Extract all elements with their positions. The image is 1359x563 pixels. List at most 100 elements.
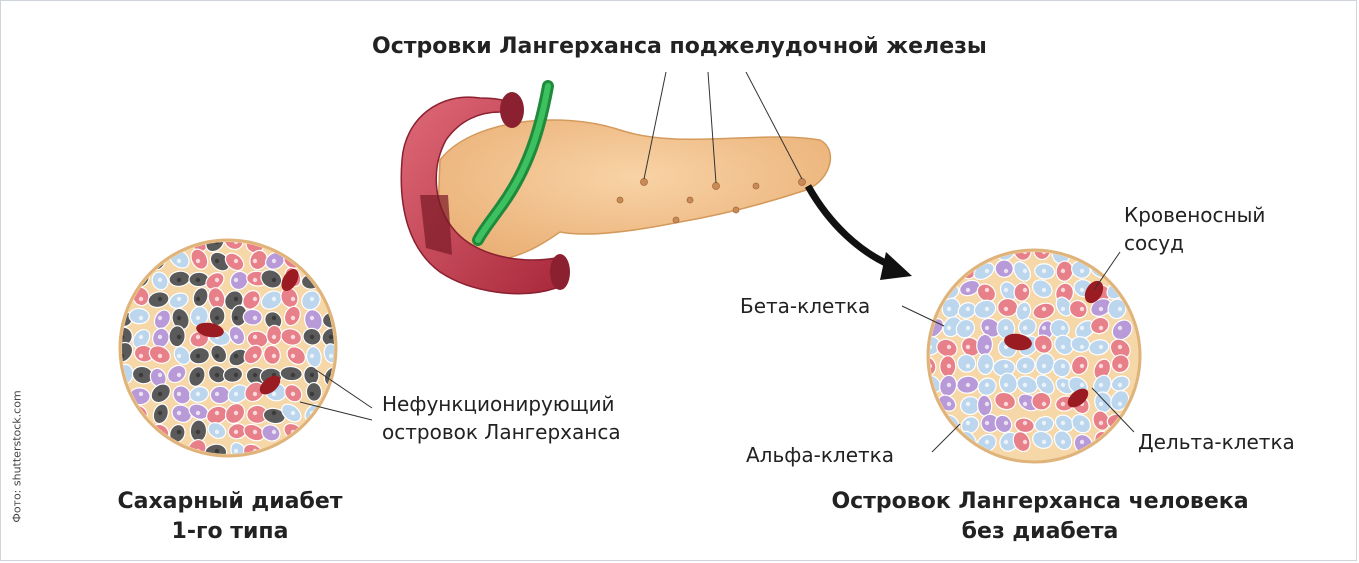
left-nucleus xyxy=(272,259,276,263)
right-nucleus xyxy=(1023,402,1027,406)
right-nucleus xyxy=(1099,402,1103,406)
caption-right-line2: без диабета xyxy=(830,517,1250,547)
right-nucleus xyxy=(1004,288,1008,292)
right-nucleus xyxy=(1080,383,1084,387)
left-nucleus xyxy=(272,335,276,339)
right-nucleus xyxy=(1099,383,1103,387)
left-nucleus xyxy=(196,278,200,282)
left-nucleus xyxy=(177,278,181,282)
left-nucleus xyxy=(272,430,276,434)
left-nucleus xyxy=(196,411,200,415)
left-nucleus xyxy=(272,411,276,415)
right-nucleus xyxy=(985,326,989,330)
left-nucleus xyxy=(329,335,333,339)
left-nucleus xyxy=(215,259,219,263)
right-nucleus xyxy=(1118,383,1122,387)
right-nucleus xyxy=(1042,326,1046,330)
left-nucleus xyxy=(253,335,257,339)
right-nucleus xyxy=(1099,307,1103,311)
right-nucleus xyxy=(1042,307,1046,311)
right-nucleus xyxy=(1099,326,1103,330)
left-nucleus xyxy=(177,411,181,415)
right-nucleus xyxy=(1118,345,1122,349)
left-nucleus xyxy=(215,316,219,320)
left-nucleus xyxy=(158,335,162,339)
left-nucleus xyxy=(196,392,200,396)
left-nucleus xyxy=(158,278,162,282)
right-nucleus xyxy=(966,307,970,311)
right-nucleus xyxy=(1080,345,1084,349)
left-nucleus xyxy=(234,278,238,282)
left-nucleus xyxy=(272,354,276,358)
right-nucleus xyxy=(985,421,989,425)
right-nucleus xyxy=(966,345,970,349)
label-blood-vessel: Кровеносный сосуд xyxy=(1124,201,1324,257)
right-nucleus xyxy=(985,288,989,292)
left-nucleus xyxy=(177,335,181,339)
left-nucleus xyxy=(234,449,238,453)
right-nucleus xyxy=(1042,345,1046,349)
left-nucleus xyxy=(310,354,314,358)
right-nucleus xyxy=(1118,364,1122,368)
left-nucleus xyxy=(215,354,219,358)
left-nucleus xyxy=(196,354,200,358)
right-nucleus xyxy=(1023,326,1027,330)
right-nucleus xyxy=(966,421,970,425)
right-nucleus xyxy=(947,364,951,368)
pancreas xyxy=(438,120,830,262)
label-delta-cell: Дельта-клетка xyxy=(1138,428,1295,456)
caption-left: Сахарный диабет 1-го типа xyxy=(70,487,390,547)
left-nucleus xyxy=(196,335,200,339)
label-nonfunctioning-islet: Нефункционирующий островок Лангерханса xyxy=(382,390,682,446)
right-nucleus xyxy=(985,307,989,311)
right-nucleus xyxy=(1023,440,1027,444)
right-nucleus xyxy=(985,402,989,406)
right-nucleus xyxy=(947,402,951,406)
left-nucleus xyxy=(139,354,143,358)
left-nucleus xyxy=(215,430,219,434)
right-nucleus xyxy=(966,364,970,368)
left-nucleus xyxy=(177,316,181,320)
right-nucleus xyxy=(1099,345,1103,349)
right-nucleus xyxy=(1042,269,1046,273)
right-nucleus xyxy=(1061,421,1065,425)
right-nucleus xyxy=(985,383,989,387)
zoom-arrow xyxy=(808,186,912,280)
left-nucleus xyxy=(158,297,162,301)
left-nucleus xyxy=(177,373,181,377)
left-nucleus xyxy=(158,316,162,320)
right-nucleus xyxy=(966,326,970,330)
left-nucleus xyxy=(177,259,181,263)
right-nucleus xyxy=(1080,440,1084,444)
left-nucleus xyxy=(310,373,314,377)
left-nucleus xyxy=(272,392,276,396)
left-nucleus xyxy=(196,259,200,263)
right-nucleus xyxy=(947,345,951,349)
right-nucleus xyxy=(1061,345,1065,349)
right-nucleus xyxy=(1080,269,1084,273)
left-nucleus xyxy=(291,316,295,320)
left-nucleus xyxy=(139,392,143,396)
right-nucleus xyxy=(1023,364,1027,368)
right-nucleus xyxy=(1004,269,1008,273)
label-beta-cell: Бета-клетка xyxy=(740,292,870,320)
left-nucleus xyxy=(215,373,219,377)
left-nucleus xyxy=(158,392,162,396)
left-delta-cell xyxy=(210,386,230,404)
right-nucleus xyxy=(947,383,951,387)
right-nucleus xyxy=(985,440,989,444)
left-nucleus xyxy=(215,449,219,453)
right-nucleus xyxy=(985,345,989,349)
diagram-title: Островки Лангерханса поджелудочной желез… xyxy=(372,34,1072,59)
photo-credit: Фото: shutterstock.com xyxy=(11,382,24,532)
right-nucleus xyxy=(1080,421,1084,425)
right-nucleus xyxy=(1004,383,1008,387)
left-nucleus xyxy=(158,354,162,358)
label-alpha-cell: Альфа-клетка xyxy=(746,441,894,469)
left-nucleus xyxy=(253,354,257,358)
left-nucleus xyxy=(291,354,295,358)
right-nucleus xyxy=(1118,326,1122,330)
right-nucleus xyxy=(1023,288,1027,292)
right-nucleus xyxy=(1004,440,1008,444)
right-nucleus xyxy=(985,269,989,273)
